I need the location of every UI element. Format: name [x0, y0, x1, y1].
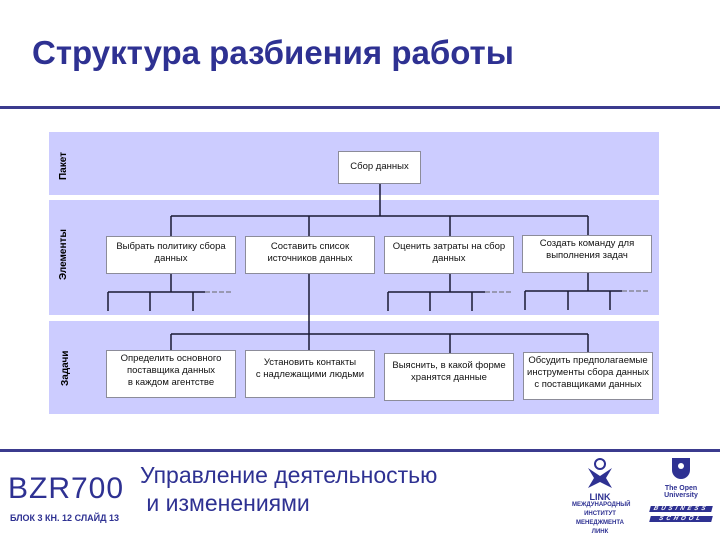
open-university-logo: The Open University BUSINESS SCHOOL	[649, 456, 713, 522]
element-box: Составить список источников данных	[245, 236, 375, 274]
task-box: Установить контакты с надлежащими людьми	[245, 350, 375, 398]
element-box: Выбрать политику сбора данных	[106, 236, 236, 274]
course-code: BZR700	[8, 472, 125, 505]
wbs-root-box: Сбор данных	[338, 151, 421, 184]
slide-info: БЛОК 3 КН. 12 СЛАЙД 13	[10, 513, 120, 523]
task-box: Определить основного поставщика данных в…	[106, 350, 236, 398]
link-logo: LINK МЕЖДУНАРОДНЫЙ ИНСТИТУТ МЕНЕДЖМЕНТА …	[572, 456, 630, 535]
title-divider	[0, 106, 720, 109]
link-emblem-icon	[588, 458, 612, 488]
slide-title: Структура разбиения работы	[32, 34, 514, 71]
element-box: Оценить затраты на сбор данных	[384, 236, 514, 274]
task-box: Выяснить, в какой форме хранятся данные	[384, 353, 514, 401]
task-box: Обсудить предполагаемые инструменты сбор…	[523, 352, 653, 400]
element-box: Создать команду для выполнения задач	[522, 235, 652, 273]
footer-divider	[0, 449, 720, 452]
subtitle-line2: и изменениями	[140, 490, 310, 516]
subtitle-line1: Управление деятельностью	[140, 462, 438, 488]
ou-shield-icon	[672, 458, 690, 479]
